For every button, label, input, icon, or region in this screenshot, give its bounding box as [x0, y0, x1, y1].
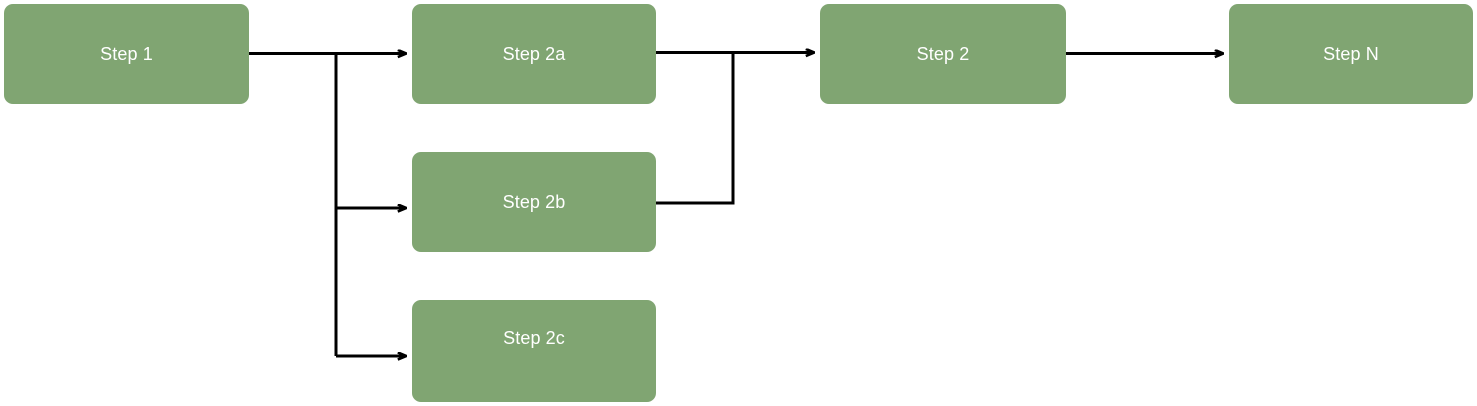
node-step2b-label: Step 2b	[502, 192, 566, 212]
node-step2a[interactable]: Step 2a	[412, 4, 656, 104]
node-step2c[interactable]: Step 2c	[412, 300, 656, 402]
node-step2b[interactable]: Step 2b	[412, 152, 656, 252]
node-step2a-label: Step 2a	[502, 44, 566, 64]
node-step2c-label: Step 2c	[503, 328, 565, 348]
connector-step2b-to-merge	[656, 52, 735, 205]
node-step2-label: Step 2	[916, 44, 970, 64]
node-step1[interactable]: Step 1	[4, 4, 249, 104]
node-stepn[interactable]: Step N	[1229, 4, 1473, 104]
node-step1-label: Step 1	[100, 44, 153, 64]
node-stepn-label: Step N	[1323, 44, 1379, 64]
node-step2[interactable]: Step 2	[820, 4, 1066, 104]
